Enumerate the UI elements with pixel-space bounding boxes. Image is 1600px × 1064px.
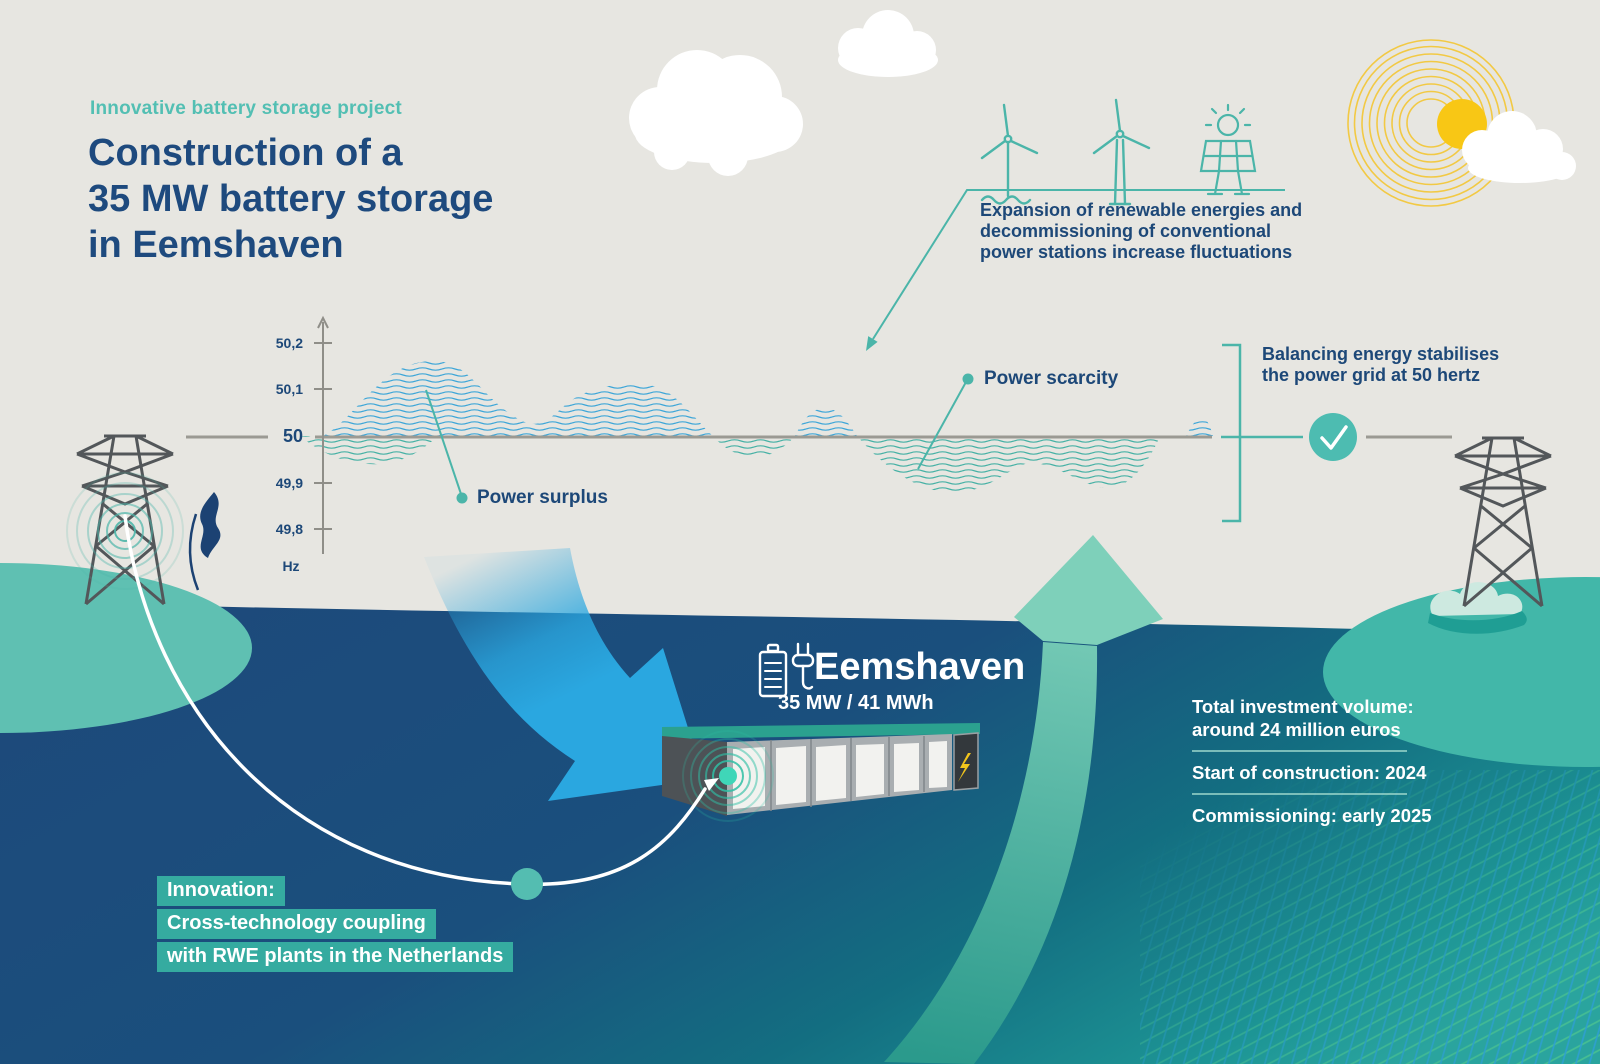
page-title: Construction of a 35 MW battery storage … xyxy=(88,130,493,268)
kicker: Innovative battery storage project xyxy=(90,98,402,119)
site-name: Eemshaven xyxy=(814,646,1026,688)
renewables-pointer-line xyxy=(866,189,1285,351)
innovation-line1: Innovation: xyxy=(157,876,285,906)
coupling-node-dot xyxy=(511,868,543,900)
fact-commissioning: Commissioning: early 2025 xyxy=(1192,805,1432,826)
facts-panel: Total investment volume: around 24 milli… xyxy=(1192,695,1432,827)
surplus-callout-line xyxy=(425,389,462,495)
surplus-wave-3 xyxy=(1186,418,1213,436)
seagrass-illustration xyxy=(188,492,221,591)
fact-investment: Total investment volume: around 24 milli… xyxy=(1192,695,1422,741)
innovation-callout: Innovation: Cross-technology coupling wi… xyxy=(157,876,514,975)
coupling-curve xyxy=(123,514,719,900)
surplus-wave-2 xyxy=(795,408,857,436)
cloud-small xyxy=(838,10,938,77)
renewables-note: Expansion of renewable energies and deco… xyxy=(980,200,1302,263)
container-side-face xyxy=(662,736,727,816)
ytick-50: 50 xyxy=(282,426,303,446)
left-island xyxy=(0,563,252,733)
offshore-wind-turbine-icon xyxy=(980,103,1039,205)
cloud-over-sun xyxy=(1462,111,1576,183)
check-circle xyxy=(1309,413,1357,461)
title-line-3: in Eemshaven xyxy=(88,224,344,266)
innovation-line2: Cross-technology coupling xyxy=(157,909,436,939)
y-axis-unit: Hz xyxy=(282,558,300,574)
title-line-2: 35 MW battery storage xyxy=(88,178,494,220)
ytick-49-8: 49,8 xyxy=(275,521,303,537)
ytick-49-9: 49,9 xyxy=(275,475,303,491)
coupling-arrowhead xyxy=(704,778,719,791)
battery-plug-icon xyxy=(758,642,815,698)
fact-investment-label: Total investment volume: xyxy=(1192,696,1414,717)
y-axis-ticks xyxy=(314,342,332,530)
fact-investment-value: around 24 million euros xyxy=(1192,719,1401,740)
scarcity-wave-1 xyxy=(300,436,438,465)
renewables-note-line2: decommissioning of conventional xyxy=(980,221,1272,241)
surplus-wave-1 xyxy=(323,360,713,436)
lightning-bolt-icon xyxy=(958,753,971,782)
scarcity-wave-3 xyxy=(857,436,1160,493)
container-unit-seams xyxy=(770,736,925,811)
facts-divider-2 xyxy=(1192,793,1407,795)
site-capacity: 35 MW / 41 MWh xyxy=(778,692,934,714)
balancing-bracket xyxy=(1221,343,1452,523)
fact-construction: Start of construction: 2024 xyxy=(1192,762,1427,783)
ytick-50-1: 50,1 xyxy=(275,381,303,397)
surplus-charging-arrow xyxy=(424,548,704,801)
cloud-large xyxy=(629,50,803,176)
innovation-line3: with RWE plants in the Netherlands xyxy=(157,942,514,972)
scarcity-wave-2 xyxy=(713,436,795,457)
container-roof-edge xyxy=(662,723,980,739)
scarcity-callout-dot xyxy=(962,373,974,385)
scarcity-callout-line xyxy=(917,381,967,470)
balancing-note: Balancing energy stabilises the power gr… xyxy=(1262,344,1499,386)
checkmark-icon xyxy=(1320,425,1348,450)
corner-line-pattern xyxy=(1140,770,1600,1064)
discharging-arrow xyxy=(884,535,1163,1064)
renewables-note-line1: Expansion of renewable energies and xyxy=(980,200,1303,220)
solar-panel-icon xyxy=(1199,103,1257,196)
balancing-note-line2: the power grid at 50 hertz xyxy=(1262,365,1481,385)
renewables-note-line3: power stations increase fluctuations xyxy=(980,242,1293,262)
container-power-unit xyxy=(953,732,979,791)
frequency-chart xyxy=(186,315,1213,554)
scarcity-label: Power scarcity xyxy=(984,368,1119,389)
right-island xyxy=(1323,577,1600,767)
ytick-50-2: 50,2 xyxy=(275,335,303,351)
y-axis-arrow xyxy=(317,315,329,329)
wind-turbine-icon xyxy=(1092,98,1151,206)
radio-waves-pylon xyxy=(66,472,184,590)
surplus-label: Power surplus xyxy=(477,487,608,508)
title-line-1: Construction of a xyxy=(88,132,403,174)
balancing-note-line1: Balancing energy stabilises xyxy=(1262,344,1500,364)
surplus-callout-dot xyxy=(456,492,468,504)
bush-illustration xyxy=(1428,582,1527,634)
facts-divider-1 xyxy=(1192,750,1407,752)
radio-waves-container xyxy=(682,730,774,822)
